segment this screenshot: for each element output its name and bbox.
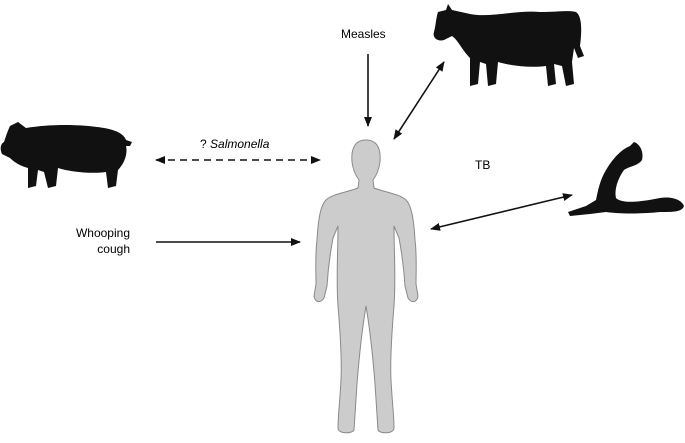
salmonella-name: Salmonella (210, 137, 270, 151)
cow-human-arrow (393, 61, 445, 140)
measles-label: Measles (341, 27, 386, 41)
salmonella-question-mark: ? (200, 137, 207, 151)
seal-icon (568, 142, 684, 216)
cow-icon (433, 4, 584, 86)
whooping-cough-line-2: cough (97, 242, 130, 256)
tb-arrow (430, 193, 573, 231)
whooping-cough-line-1: Whooping (75, 226, 130, 240)
salmonella-label: ? Salmonella (200, 136, 269, 152)
tb-label: TB (475, 158, 491, 172)
whooping-cough-label: Whooping cough (74, 225, 130, 257)
human-icon (313, 139, 419, 434)
pig-icon (0, 122, 132, 188)
